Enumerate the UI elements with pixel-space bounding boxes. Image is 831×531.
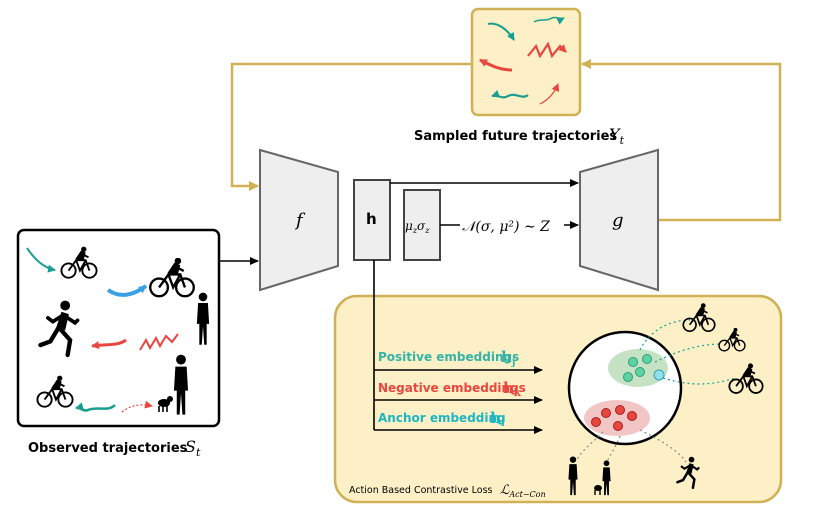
blue-arrow-icon	[106, 284, 148, 297]
latent-eq-bg	[460, 215, 564, 235]
loss-label: Action Based Contrastive Loss	[349, 485, 493, 496]
dog-icon	[158, 396, 173, 412]
red-arrow-icon	[479, 58, 513, 72]
red-arrow-icon	[539, 83, 560, 105]
red-squiggle-icon	[527, 41, 567, 59]
encoder-block	[259, 148, 339, 292]
red-arrow-icon	[121, 400, 153, 413]
teal-arrow-icon	[26, 247, 56, 273]
feedback-arrow-left	[230, 62, 472, 191]
decoder-block	[579, 148, 659, 292]
observed-panel	[16, 228, 221, 428]
red-squiggle-icon	[139, 333, 179, 351]
contrastive-panel	[333, 294, 783, 504]
latent-params-label: μzσz	[405, 219, 430, 235]
hidden-block	[353, 179, 391, 261]
latent-params-block	[403, 189, 441, 261]
teal-arrow-icon	[491, 89, 529, 99]
future-panel	[470, 7, 582, 117]
dog-icon	[594, 485, 602, 495]
anchor-dot	[653, 369, 665, 381]
observed-var: St	[185, 437, 201, 459]
latent-equation: 𝒩(σ, μ²) ∼ Z	[462, 219, 550, 235]
decoder-label: g	[612, 210, 624, 231]
loss-var: ℒAct−Con	[500, 483, 546, 499]
negative-cluster	[584, 400, 650, 436]
anchor-label: Anchor embedding	[378, 411, 506, 425]
positive-dots	[623, 354, 652, 382]
negative-dots	[591, 405, 637, 431]
positive-label: Positive embeddings	[378, 350, 519, 364]
observed-label: Observed trajectories	[28, 441, 188, 456]
teal-arrow-icon	[487, 22, 515, 41]
negative-var: hk	[503, 379, 522, 399]
teal-arrow-icon	[533, 16, 565, 25]
negative-label: Negative embeddings	[378, 381, 526, 395]
feedback-arrow-right	[581, 59, 782, 222]
sampled-label: Sampled future trajectories	[414, 129, 617, 144]
positive-var: hj	[501, 348, 516, 368]
teal-arrow-icon	[75, 402, 116, 412]
sampled-var: Yt	[609, 125, 625, 147]
hidden-label: h	[366, 210, 377, 228]
anchor-var: hi	[490, 409, 505, 429]
red-arrow-icon	[91, 338, 127, 350]
observed-box	[16, 228, 221, 428]
